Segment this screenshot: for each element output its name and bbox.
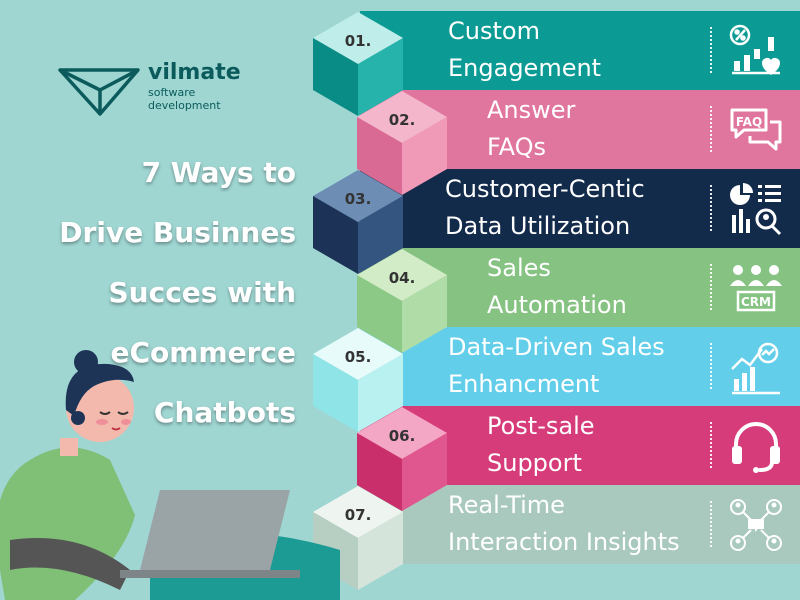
headline: 7 Ways to Drive Businnes Succes with eCo… xyxy=(20,143,296,443)
step-2-cube xyxy=(357,91,447,195)
step-5-line-1: Data-Driven Sales xyxy=(448,333,665,361)
headset-icon xyxy=(732,422,780,473)
svg-text:FAQ: FAQ xyxy=(736,115,762,129)
divider xyxy=(710,343,712,389)
crm-icon: CRM xyxy=(730,265,782,312)
network-people-icon xyxy=(730,499,782,551)
step-2-number: 02. xyxy=(388,111,416,129)
envelope-logo-icon xyxy=(58,68,140,116)
data-report-icon xyxy=(730,183,782,236)
divider xyxy=(710,185,712,231)
step-band-1: Custom Engagement xyxy=(360,11,800,90)
brand-tagline-2: development xyxy=(148,99,221,112)
brand-text: vilmate software development xyxy=(148,60,241,112)
step-6-number: 06. xyxy=(388,427,416,445)
step-5-cube xyxy=(313,328,403,432)
divider xyxy=(710,27,712,73)
step-band-3: Customer-Centic Data Utilization xyxy=(360,169,800,248)
step-4-line-2: Automation xyxy=(487,291,627,319)
step-1-cube xyxy=(313,12,403,116)
divider xyxy=(710,106,712,152)
headline-line-1: 7 Ways to xyxy=(141,156,296,189)
step-1-line-2: Engagement xyxy=(448,54,602,82)
divider xyxy=(710,422,712,468)
step-3-line-2: Data Utilization xyxy=(445,212,631,240)
person-with-laptop-illustration xyxy=(0,350,340,600)
step-band-7: Real-Time Interaction Insights xyxy=(360,485,800,564)
step-4-cube xyxy=(357,249,447,353)
svg-text:CRM: CRM xyxy=(741,295,771,309)
brand-tagline-1: software xyxy=(148,86,196,99)
step-1-line-1: Custom xyxy=(448,17,540,45)
step-3-line-1: Customer-Centic xyxy=(445,175,645,203)
step-4-line-1: Sales xyxy=(487,254,551,282)
step-4-number: 04. xyxy=(388,269,416,287)
step-2-line-1: Answer xyxy=(487,96,576,124)
step-6-line-2: Support xyxy=(487,449,582,477)
divider xyxy=(710,501,712,547)
brand-logo: vilmate software development xyxy=(58,60,248,120)
step-3-number: 03. xyxy=(344,190,372,208)
step-7-line-1: Real-Time xyxy=(448,491,565,519)
faq-icon: FAQ xyxy=(730,108,782,151)
divider xyxy=(710,264,712,310)
brand-name: vilmate xyxy=(148,60,241,85)
headline-line-3: Succes with xyxy=(108,276,296,309)
growth-chart-icon xyxy=(731,342,780,395)
step-7-number: 07. xyxy=(344,506,372,524)
step-7-cube xyxy=(313,486,403,590)
step-6-cube xyxy=(357,407,447,511)
headline-line-5: Chatbots xyxy=(153,396,296,429)
step-7-line-2: Interaction Insights xyxy=(448,528,680,556)
analytics-icon xyxy=(729,24,780,75)
headline-line-4: eCommerce xyxy=(110,336,296,369)
step-1-number: 01. xyxy=(344,32,372,50)
step-5-number: 05. xyxy=(344,348,372,366)
step-3-cube xyxy=(313,170,403,274)
step-band-5: Data-Driven Sales Enhancment xyxy=(360,327,800,406)
step-5-line-2: Enhancment xyxy=(448,370,600,398)
step-2-line-2: FAQs xyxy=(487,133,546,161)
headline-line-2: Drive Businnes xyxy=(59,216,296,249)
step-6-line-1: Post-sale xyxy=(487,412,595,440)
